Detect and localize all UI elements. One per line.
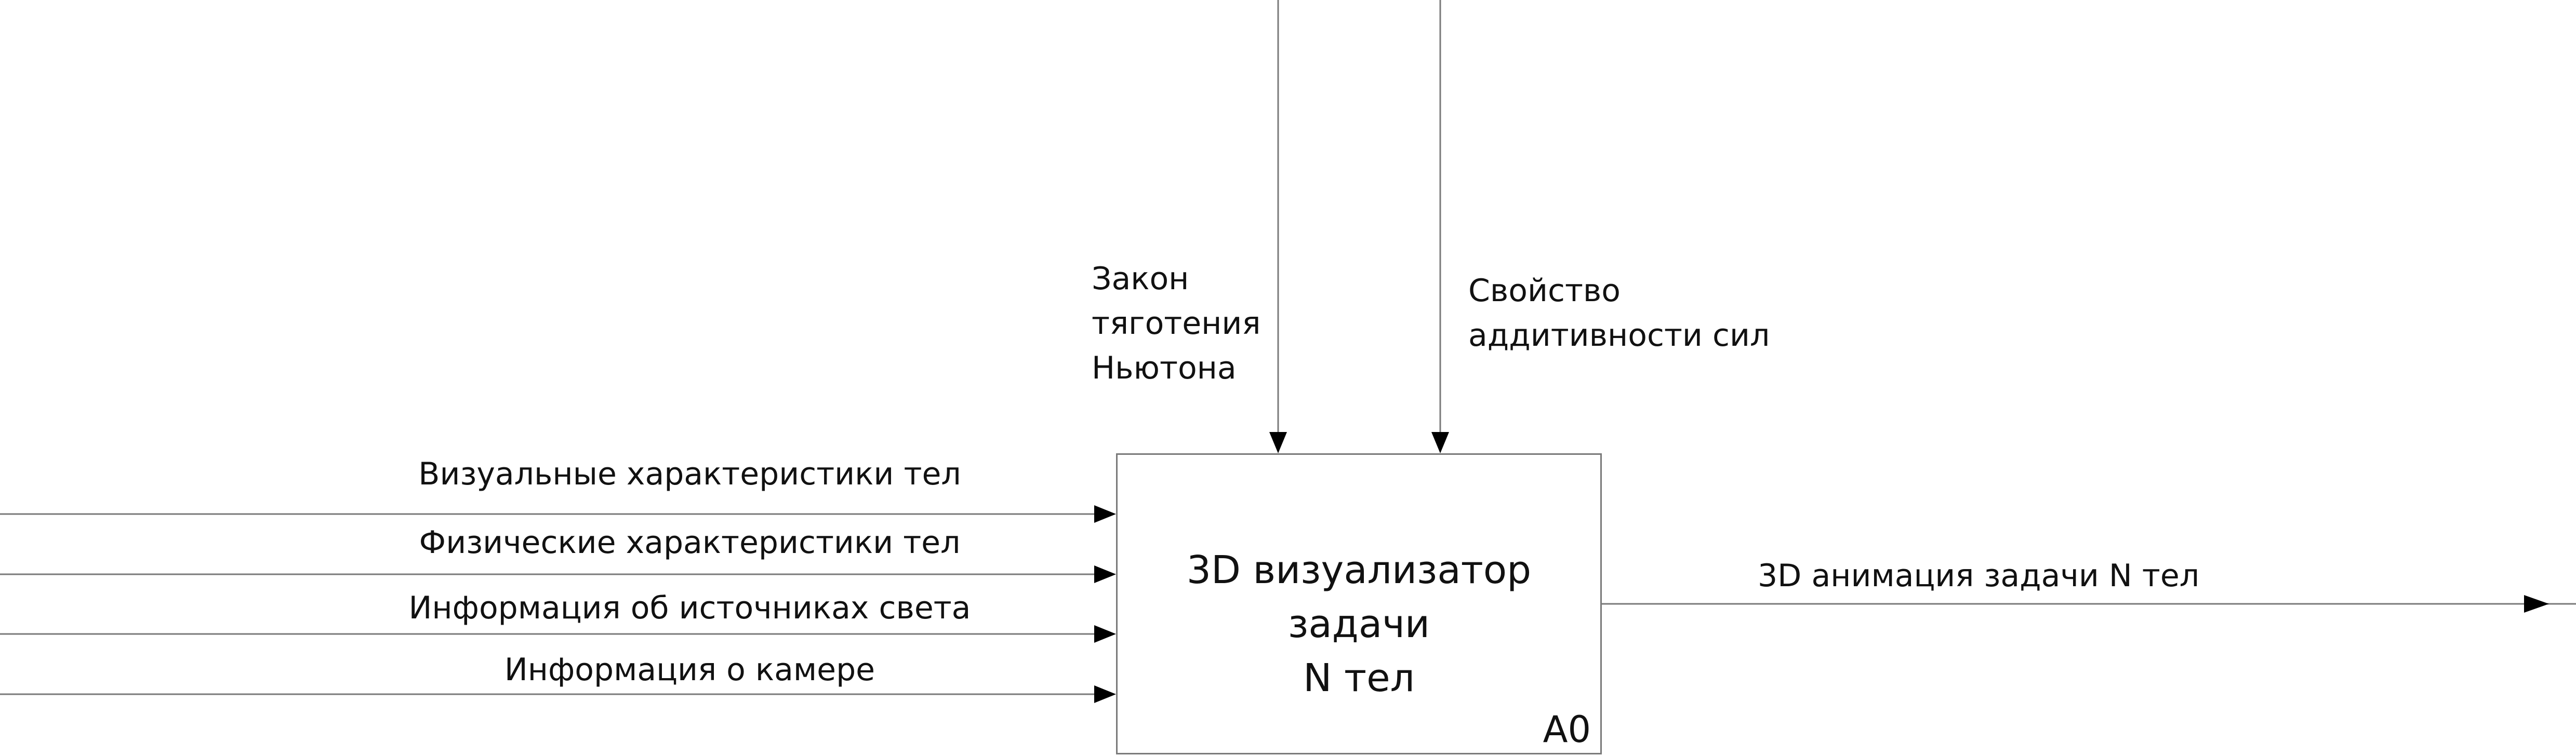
input-arrow-physical-head (1094, 565, 1116, 583)
control-label-additivity-line1: Свойство (1468, 273, 1621, 309)
function-box-title: 3D визуализатор задачи N тел (1118, 543, 1600, 705)
input-label-camera: Информация о камере (504, 652, 875, 688)
control-arrow-newton-head (1269, 432, 1287, 453)
input-arrow-light-head (1094, 625, 1116, 643)
function-box-a0: 3D визуализатор задачи N тел A0 (1116, 453, 1602, 754)
control-label-additivity-line2: аддитивности сил (1468, 317, 1770, 354)
input-arrow-visual-head (1094, 505, 1116, 523)
function-box-node-id: A0 (1543, 708, 1591, 751)
control-label-newton-line1: Закон (1092, 261, 1189, 297)
input-label-visual: Визуальные характеристики тел (418, 456, 961, 492)
output-arrow-head (2524, 595, 2549, 613)
control-label-additivity: Свойство аддитивности сил (1468, 268, 1770, 358)
function-box-title-line2: N тел (1303, 656, 1415, 700)
control-label-newton-line3: Ньютона (1092, 350, 1237, 386)
output-label: 3D анимация задачи N тел (1758, 558, 2200, 594)
input-label-light: Информация об источниках света (408, 590, 971, 626)
control-label-newton-line2: тяготения (1092, 305, 1261, 342)
input-arrow-camera-head (1094, 685, 1116, 703)
control-label-newton: Закон тяготения Ньютона (1092, 256, 1260, 390)
input-label-physical: Физические характеристики тел (419, 524, 961, 561)
function-box-title-line1: 3D визуализатор задачи (1186, 548, 1532, 646)
control-arrow-additivity-head (1431, 432, 1449, 453)
